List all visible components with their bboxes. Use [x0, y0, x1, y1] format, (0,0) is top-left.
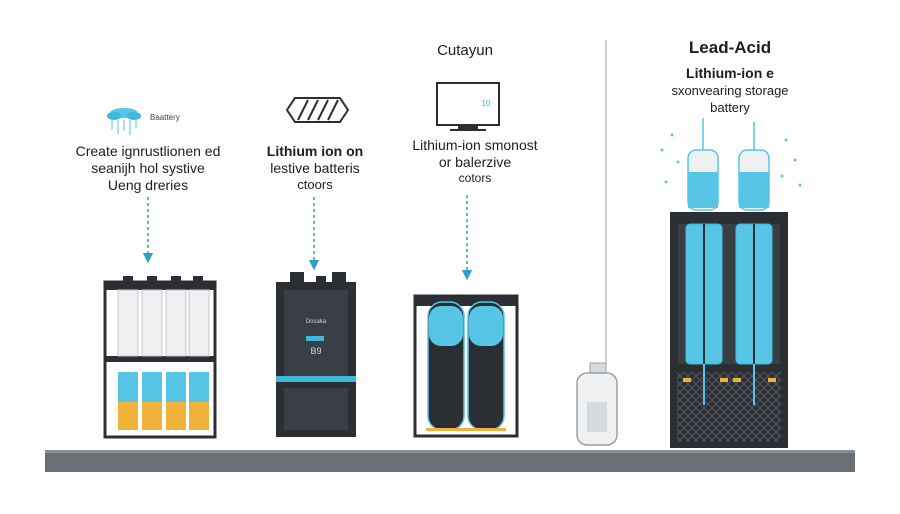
- col3-title-line3: cotors: [458, 171, 492, 185]
- floor-shelf: [45, 452, 855, 472]
- dark-battery-cabinet: [276, 272, 356, 437]
- col2-title-line3: ctoors: [297, 177, 333, 192]
- col1-title-line1: Create ignrustlionen ed: [75, 143, 221, 159]
- col3-title-line1: Lithium-ion smonost: [412, 137, 538, 153]
- small-canister: [576, 362, 618, 446]
- monitor-icon: [436, 82, 500, 131]
- cylinder-battery-rack: [103, 276, 217, 439]
- cabinet-panel-value: B9: [310, 346, 322, 356]
- col4-header: Lead-Acid: [688, 38, 772, 57]
- cabinet-panel-text: Dosaka: [305, 319, 327, 325]
- col4-title-line2: sxonvearing storage: [671, 83, 789, 98]
- col4-title-line1: Lithium-ion e: [686, 65, 774, 81]
- col1-title-line2: seanijh hol systive: [91, 160, 205, 176]
- col2-title-line1: Lithium ion on: [266, 143, 364, 159]
- col1-icon-label: Baattery: [150, 113, 180, 122]
- liquid-battery-cabinet: [413, 294, 519, 438]
- cloud-battery-icon: [107, 108, 141, 135]
- monitor-readout: 10: [481, 99, 491, 108]
- col3-title-line2: or balerzive: [438, 154, 512, 170]
- striped-battery-icon: [285, 97, 350, 123]
- lead-acid-flow-battery: [660, 118, 802, 448]
- col3-header: Cutayun: [437, 42, 493, 59]
- col2-title-line2: lestive batteris: [270, 160, 360, 176]
- col4-title-line3: battery: [710, 100, 750, 115]
- col1-title-line3: Ueng dreries: [107, 177, 189, 193]
